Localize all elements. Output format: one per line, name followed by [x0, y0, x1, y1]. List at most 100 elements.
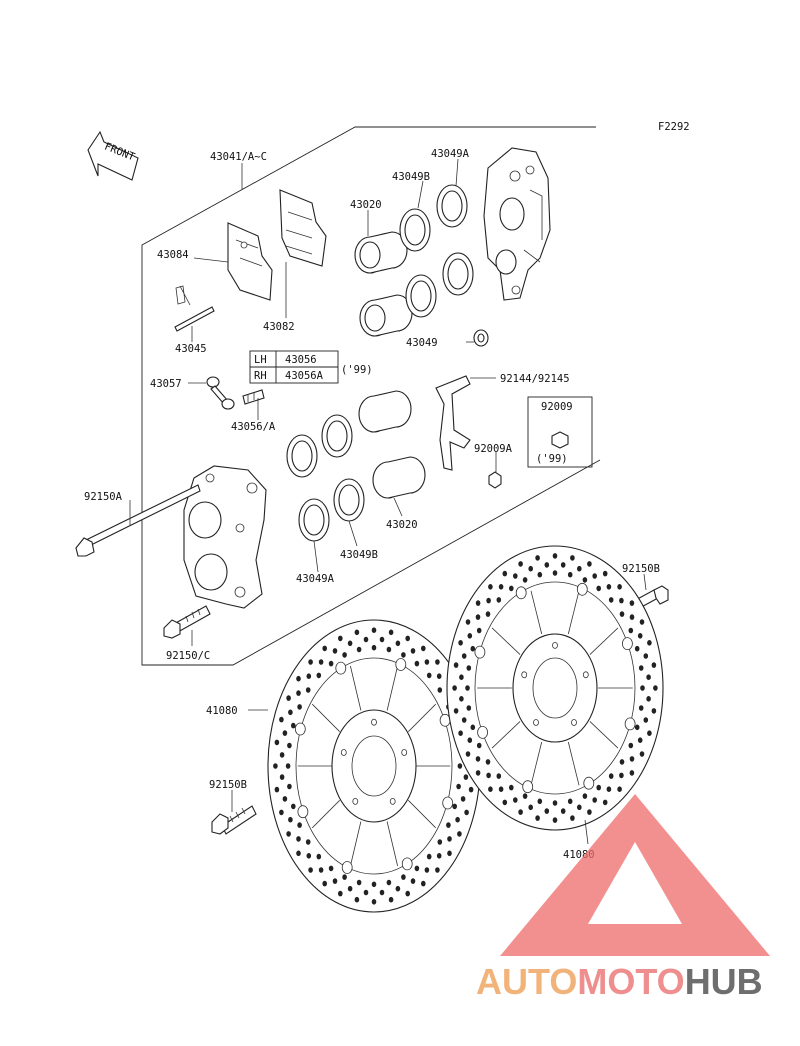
- drill-hole: [619, 611, 625, 617]
- seal-43049B-top: [399, 208, 437, 318]
- label-99-right: ('99): [536, 453, 568, 465]
- drill-hole: [619, 759, 625, 765]
- front-arrow-icon: FRONT: [87, 130, 139, 181]
- drill-hole: [452, 803, 458, 810]
- drill-hole: [356, 879, 362, 886]
- drill-hole: [318, 659, 324, 665]
- drill-hole: [552, 570, 558, 576]
- drill-hole: [297, 822, 302, 828]
- drill-hole: [640, 685, 645, 691]
- drill-hole: [582, 577, 588, 583]
- drill-hole: [608, 773, 614, 779]
- side-table: LH 43056 RH 43056A ('99): [249, 350, 373, 384]
- drill-hole: [465, 685, 470, 691]
- label-43041: 43041/A~C: [210, 151, 267, 163]
- watermark-logo: AUTOMOTOHUB: [476, 794, 770, 1002]
- drill-hole: [496, 773, 502, 779]
- drill-hole: [401, 652, 406, 658]
- drill-hole: [274, 739, 280, 746]
- label-92009: 92009: [541, 401, 573, 413]
- floating-button: [474, 645, 486, 659]
- pad-pin-43045: [174, 285, 215, 332]
- drill-hole: [646, 674, 651, 680]
- caliper-body-inner: [183, 465, 267, 609]
- drill-hole: [606, 584, 612, 590]
- drill-hole: [528, 565, 533, 572]
- drill-hole: [332, 648, 338, 654]
- label-92150B-left: 92150B: [209, 779, 247, 791]
- drill-hole: [291, 722, 296, 729]
- drill-hole: [637, 633, 643, 639]
- drill-hole: [537, 798, 543, 805]
- drill-hole: [544, 562, 550, 568]
- drill-hole: [513, 797, 518, 803]
- drill-hole: [305, 687, 311, 693]
- hub-bolt-hole: [352, 798, 359, 805]
- label-92150C: 92150/C: [166, 650, 210, 662]
- drill-hole: [502, 799, 508, 806]
- label-41080-left: 41080: [206, 705, 238, 717]
- drill-hole: [395, 885, 401, 892]
- leader-lines: [129, 158, 647, 845]
- brake-pad-43084: [227, 222, 273, 301]
- drill-hole: [596, 585, 601, 592]
- rotor-spoke: [386, 821, 398, 867]
- label-43020-bottom: 43020: [386, 519, 418, 531]
- drill-hole: [647, 730, 652, 736]
- rotor-spoke: [567, 741, 580, 786]
- drill-hole: [577, 804, 582, 811]
- drill-hole: [456, 783, 461, 790]
- drill-hole: [619, 772, 624, 779]
- label-43082: 43082: [263, 321, 295, 333]
- drill-hole: [316, 853, 322, 860]
- drill-hole: [388, 629, 394, 636]
- drill-hole: [475, 600, 481, 606]
- label-92009A: 92009A: [474, 443, 513, 455]
- drill-hole: [458, 730, 463, 736]
- drill-hole: [577, 565, 582, 572]
- floating-button: [477, 726, 489, 739]
- drill-hole: [465, 751, 471, 757]
- drill-hole: [288, 816, 293, 823]
- drill-hole: [651, 708, 657, 714]
- drill-hole: [322, 645, 328, 652]
- drill-hole: [535, 555, 540, 561]
- drill-hole: [308, 867, 313, 873]
- drill-hole: [388, 896, 394, 903]
- drill-hole: [619, 597, 624, 604]
- drill-hole: [596, 784, 601, 791]
- drill-hole: [273, 763, 278, 769]
- label-43084: 43084: [157, 249, 189, 261]
- label-43056A-small: 43056/A: [231, 421, 276, 433]
- drill-hole: [347, 885, 353, 892]
- label-92150A: 92150A: [84, 491, 123, 503]
- drill-hole: [379, 889, 385, 896]
- drill-hole: [646, 696, 651, 702]
- drill-hole: [410, 878, 416, 884]
- nut-92009A: [488, 471, 502, 489]
- drill-hole: [518, 809, 523, 815]
- table-rh-part: 43056A: [285, 370, 324, 382]
- floating-button: [401, 857, 413, 871]
- drill-hole: [485, 611, 491, 617]
- drill-hole: [296, 675, 301, 682]
- drill-hole: [461, 717, 467, 723]
- drill-hole: [522, 793, 528, 799]
- drill-hole: [288, 709, 293, 716]
- drill-hole: [634, 724, 640, 731]
- drill-hole: [486, 772, 491, 779]
- drill-hole: [452, 685, 457, 691]
- drill-hole: [570, 555, 575, 561]
- drill-hole: [414, 660, 420, 667]
- drill-hole: [485, 759, 491, 765]
- bracket-92144: [435, 375, 471, 471]
- drill-hole: [475, 756, 481, 762]
- rotor-spoke: [408, 703, 436, 732]
- drill-hole: [342, 874, 347, 880]
- seal-43049B-bottom: [321, 414, 365, 522]
- drill-hole: [386, 646, 392, 653]
- drill-hole: [455, 816, 460, 823]
- bolt-92150C: [163, 605, 211, 639]
- drill-hole: [328, 865, 334, 872]
- hub-bolt-hole: [582, 671, 589, 679]
